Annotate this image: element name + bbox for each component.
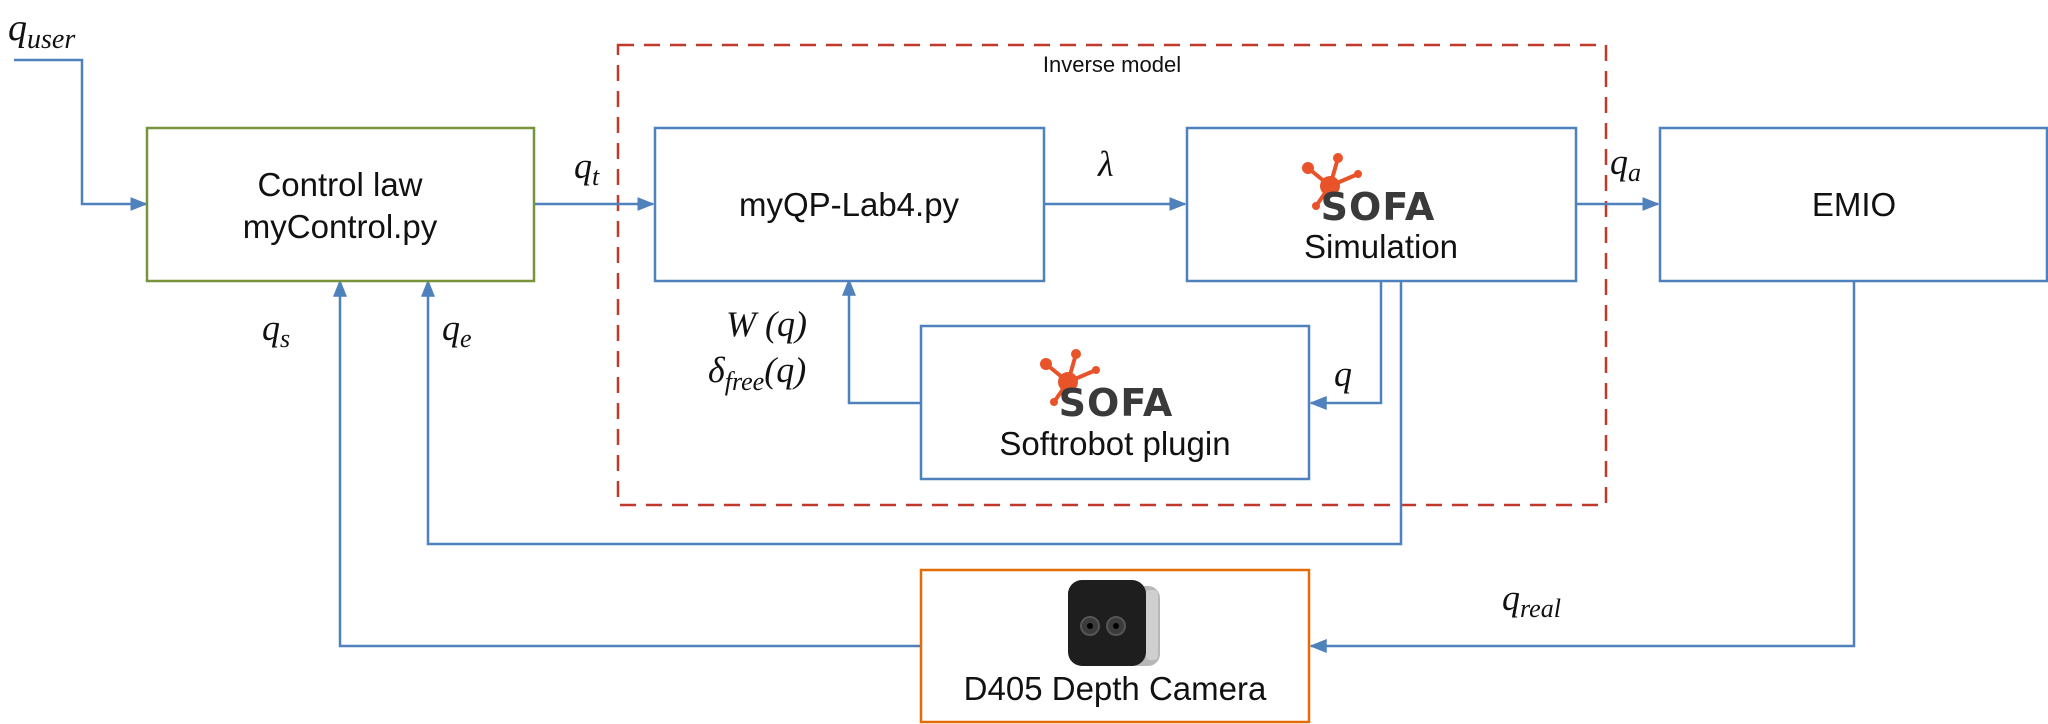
signal-q-e: qe	[442, 308, 472, 353]
softrobot-block: SOFA Softrobot plugin	[919, 324, 1311, 481]
signal-wires	[14, 58, 1856, 653]
simulation-block: SOFA Simulation	[1185, 126, 1578, 283]
depth-camera-icon	[1068, 580, 1160, 666]
signal-w: W (q)	[726, 304, 807, 344]
qp-block: myQP-Lab4.py	[653, 126, 1046, 283]
wire-q-real	[1309, 282, 1856, 653]
camera-block: D405 Depth Camera	[919, 568, 1311, 724]
signal-q: q	[1334, 354, 1352, 394]
softrobot-label: Softrobot plugin	[999, 425, 1230, 462]
sofa-logo-icon	[1302, 153, 1362, 210]
wire-q-s	[333, 279, 921, 648]
inverse-model-region	[616, 43, 1608, 507]
control-law-title: Control law	[257, 166, 422, 203]
signal-q-user: quser	[8, 7, 75, 55]
simulation-label: Simulation	[1304, 228, 1458, 265]
wire-jacobian	[842, 278, 921, 405]
camera-label: D405 Depth Camera	[964, 670, 1267, 707]
emio-block: EMIO	[1658, 126, 2048, 283]
signal-delta: δfree(q)	[708, 350, 806, 396]
signal-q-s: qs	[262, 308, 290, 353]
signal-q-t: qt	[574, 146, 600, 191]
control-law-file: myControl.py	[243, 208, 438, 245]
wire-q-user	[14, 58, 148, 211]
qp-label: myQP-Lab4.py	[739, 186, 960, 223]
simulation-logo-word: SOFA	[1321, 185, 1436, 229]
signal-q-a: qa	[1610, 142, 1641, 187]
inverse-model-label: Inverse model	[1043, 52, 1181, 77]
sofa-logo-icon	[1040, 349, 1100, 406]
signal-lambda: λ	[1097, 144, 1114, 184]
emio-label: EMIO	[1812, 186, 1896, 223]
softrobot-logo-word: SOFA	[1059, 381, 1174, 425]
signal-q-real: qreal	[1502, 578, 1561, 623]
control-law-block: Control law myControl.py	[145, 126, 536, 283]
wire-q-e	[421, 279, 1403, 546]
wire-q	[1309, 282, 1383, 410]
